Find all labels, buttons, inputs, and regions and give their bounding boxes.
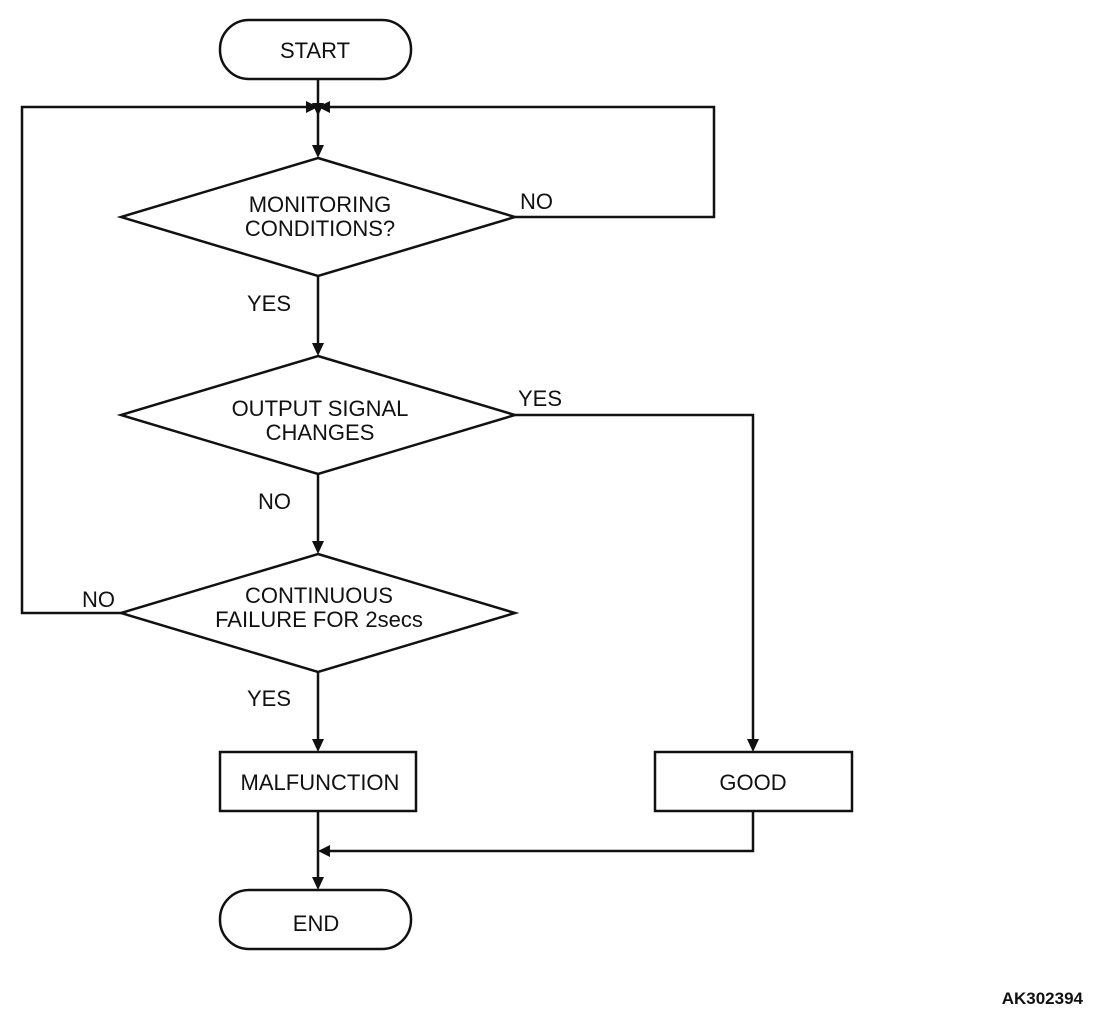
output-decision-shape <box>116 354 520 476</box>
arrowhead-into-output <box>312 343 324 356</box>
continuous-yes-label: YES <box>247 686 291 711</box>
malfunction-box-shape <box>218 750 418 813</box>
monitoring-label-line1: MONITORING <box>249 192 392 217</box>
connectors <box>20 79 755 879</box>
monitoring-yes-label: YES <box>247 291 291 316</box>
good-label: GOOD <box>719 770 786 795</box>
edge-labels: NO YES YES NO NO YES <box>82 189 562 711</box>
arrowhead-into-continuous <box>312 541 324 554</box>
node-start: START <box>218 18 413 81</box>
continuous-no-label: NO <box>82 587 115 612</box>
monitoring-decision-shape <box>116 156 520 278</box>
monitoring-no-label: NO <box>520 189 553 214</box>
output-label-line2: CHANGES <box>266 420 375 445</box>
monitoring-label-line2: CONDITIONS? <box>245 216 395 241</box>
node-continuous-failure: CONTINUOUS FAILURE FOR 2secs <box>116 552 520 674</box>
malfunction-label: MALFUNCTION <box>241 770 400 795</box>
continuous-label-line1: CONTINUOUS <box>245 583 393 608</box>
connector-good-to-merge <box>330 811 755 853</box>
node-good: GOOD <box>653 750 854 813</box>
connector-monitoring-no-loop <box>330 105 716 219</box>
output-label-line1: OUTPUT SIGNAL <box>232 396 409 421</box>
end-label: END <box>293 911 339 936</box>
arrowhead-into-good <box>747 739 759 752</box>
output-no-label: NO <box>258 489 291 514</box>
arrowheads <box>306 101 759 890</box>
output-yes-label: YES <box>518 386 562 411</box>
arrowhead-right-loop <box>306 101 318 113</box>
start-terminal-shape <box>218 18 413 81</box>
node-end: END <box>218 888 413 951</box>
continuous-decision-shape <box>116 552 520 674</box>
arrowhead-left-loop <box>318 101 330 113</box>
connector-continuous-no-loop <box>20 105 306 615</box>
arrowhead-merge-left <box>318 845 330 857</box>
end-terminal-shape <box>218 888 413 951</box>
node-malfunction: MALFUNCTION <box>218 750 418 813</box>
continuous-label-line2: FAILURE FOR 2secs <box>215 607 423 632</box>
arrowhead-into-monitoring <box>312 145 324 158</box>
good-box-shape <box>653 750 854 813</box>
start-label: START <box>280 38 350 63</box>
arrowhead-into-end <box>312 877 324 890</box>
connector-output-yes-to-good <box>515 413 755 741</box>
arrowhead-into-malfunction <box>312 739 324 752</box>
figure-code: AK302394 <box>1002 989 1084 1008</box>
node-output-signal: OUTPUT SIGNAL CHANGES <box>116 354 520 476</box>
node-monitoring-conditions: MONITORING CONDITIONS? <box>116 156 520 278</box>
